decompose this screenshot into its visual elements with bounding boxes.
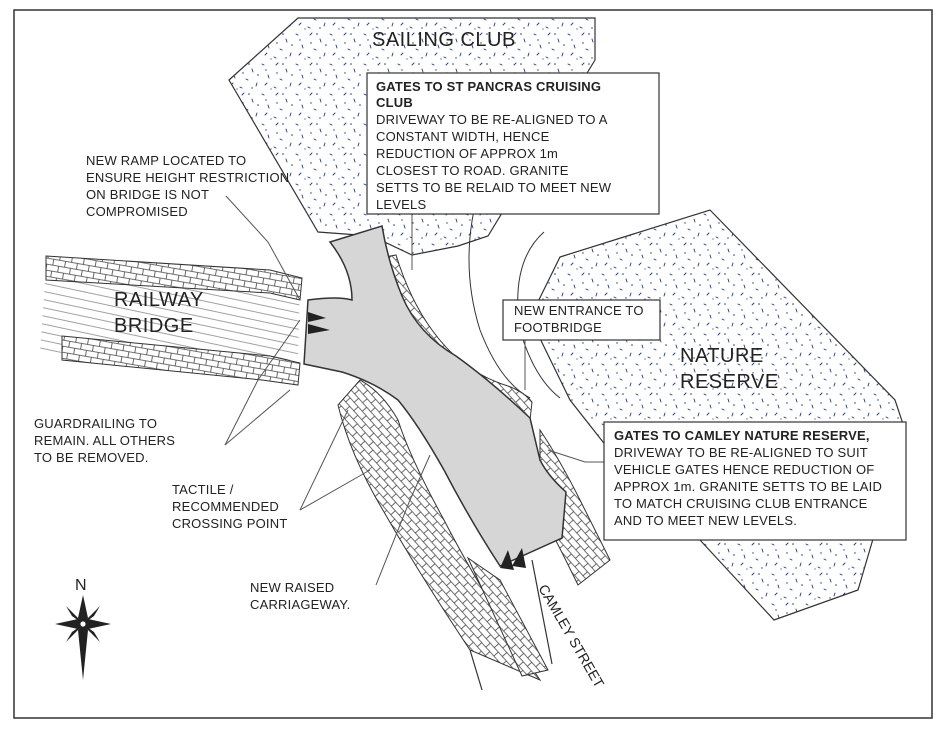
tactile-crossing-markers — [308, 312, 526, 570]
camley-gates-title: GATES TO CAMLEY NATURE RESERVE, — [614, 428, 870, 443]
tactile-line3: CROSSING POINT — [172, 516, 287, 531]
sailing-club-label: SAILING CLUB — [372, 29, 516, 51]
st-pancras-callout-box — [366, 72, 660, 215]
st-pancras-body-line6: LEVELS — [376, 197, 426, 212]
leader-lines — [224, 195, 610, 586]
new-ramp-line2: ENSURE HEIGHT RESTRICTION — [86, 170, 289, 185]
north-arrow — [55, 595, 111, 680]
railway-bridge-label-line2: BRIDGE — [114, 315, 194, 337]
nature-reserve-label-line2: RESERVE — [680, 371, 779, 393]
camley-gates-callout-box — [603, 421, 907, 541]
camley-gates-body-line1: DRIVEWAY TO BE RE-ALIGNED TO SUIT — [614, 445, 868, 460]
guardrailing-line3: TO BE REMOVED. — [34, 450, 149, 465]
st-pancras-body-line4: CLOSEST TO ROAD. GRANITE — [376, 163, 569, 178]
camley-street-edges — [469, 559, 553, 691]
railway-bridge-label-line1: RAILWAY — [114, 289, 204, 311]
camley-gates-body-line3: APPROX 1m. GRANITE SETTS TO BE LAID — [614, 479, 882, 494]
st-pancras-body-line5: SETTS TO BE RELAID TO MEET NEW — [376, 180, 612, 195]
st-pancras-body-line3: REDUCTION OF APPROX 1m — [376, 146, 558, 161]
new-raised-carriageway — [303, 225, 567, 567]
guardrailing-line2: REMAIN. ALL OTHERS — [34, 433, 175, 448]
camley-gates-body-line2: VEHICLE GATES HENCE REDUCTION OF — [614, 462, 874, 477]
new-ramp-line4: COMPROMISED — [86, 204, 188, 219]
st-pancras-title-line1: GATES TO ST PANCRAS CRUISING — [376, 79, 601, 94]
st-pancras-body-line2: CONSTANT WIDTH, HENCE — [376, 129, 550, 144]
new-entrance-line1: NEW ENTRANCE TO — [514, 303, 644, 318]
tactile-line2: RECOMMENDED — [172, 499, 279, 514]
north-label: N — [75, 577, 87, 594]
raised-carriageway-line2: CARRIAGEWAY. — [250, 597, 350, 612]
st-pancras-body-line1: DRIVEWAY TO BE RE-ALIGNED TO A — [376, 112, 608, 127]
raised-carriageway-line1: NEW RAISED — [250, 580, 334, 595]
camley-gates-body-line5: AND TO MEET NEW LEVELS. — [614, 513, 797, 528]
railway-bridge-deck — [40, 255, 303, 386]
guardrailing-line1: GUARDRAILING TO — [34, 416, 157, 431]
camley-gates-body-line4: TO MATCH CRUISING CLUB ENTRANCE — [614, 496, 868, 511]
new-entrance-callout-box — [502, 299, 661, 341]
new-ramp-line3: ON BRIDGE IS NOT — [86, 187, 209, 202]
tactile-line1: TACTILE / — [172, 482, 234, 497]
st-pancras-title-line2: CLUB — [376, 95, 413, 110]
new-entrance-line2: FOOTBRIDGE — [514, 320, 602, 335]
nature-reserve-label-line1: NATURE — [680, 345, 764, 367]
new-ramp-line1: NEW RAMP LOCATED TO — [86, 153, 246, 168]
